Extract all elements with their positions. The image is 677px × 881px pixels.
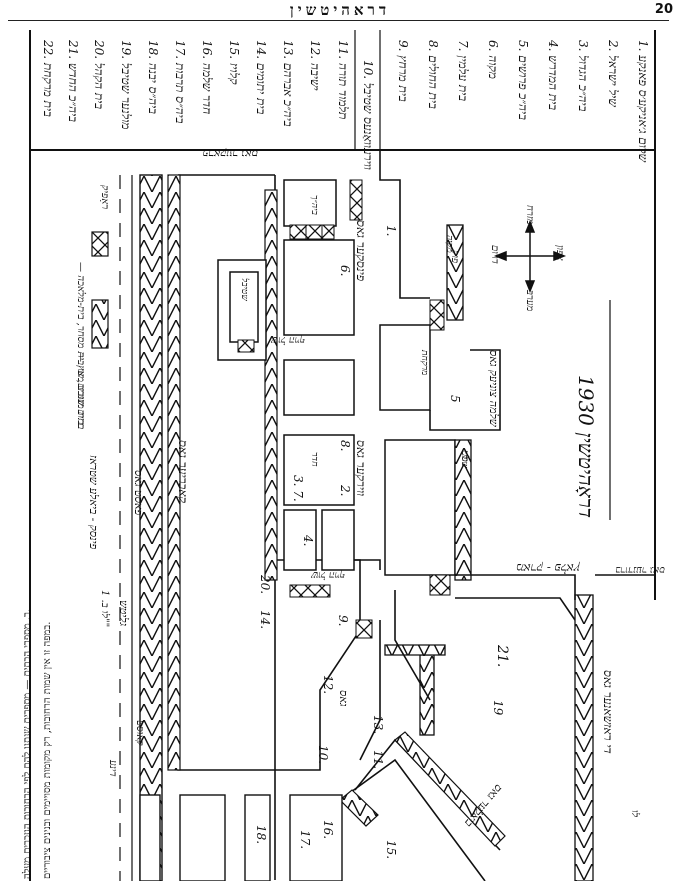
street-label-gas: גאס bbox=[337, 690, 350, 707]
building-4 bbox=[283, 509, 317, 571]
street-label-praker: פראקער גאס bbox=[202, 147, 258, 160]
map-number-18: 18. bbox=[254, 825, 268, 845]
street-label-market: מארק - פלאץ bbox=[516, 561, 580, 575]
map-number-5: 5 bbox=[448, 395, 462, 403]
street-label-glitsh: גליטש bbox=[117, 600, 130, 627]
index-item-13: 13. ביה״כ אברהם bbox=[281, 40, 295, 127]
compass-east-label: מזרח bbox=[524, 205, 535, 225]
building-label-kheyder: חדר bbox=[309, 452, 319, 467]
street-band-left bbox=[119, 174, 163, 881]
index-item-8: 8. בית החולים bbox=[426, 40, 440, 109]
index-item-11: 11. תלמוד תורה bbox=[336, 40, 350, 120]
compass-south-label: דרום bbox=[489, 245, 500, 264]
map-number-11: 11. bbox=[371, 750, 385, 770]
map-number-3-7: 3. 7. bbox=[291, 475, 305, 502]
street-label-rofik: ראָפיק bbox=[99, 185, 110, 210]
building-label-pharmacy: מרקחת bbox=[419, 350, 429, 376]
street-label-brudner: ברודנער גאס bbox=[615, 564, 665, 575]
index-item-3: 3. ביה״כ הגדול bbox=[576, 40, 590, 112]
street-label-lu: לו bbox=[629, 810, 640, 818]
caption-line-1: ר. מספרי הבתים — מספרים שנתנו להם לפי הר… bbox=[22, 608, 33, 879]
compass-north-label: צפון bbox=[554, 245, 565, 261]
page-number: 20 bbox=[654, 2, 673, 17]
map-number-8: 8. bbox=[338, 440, 352, 452]
index-item-16: 16. חדר שלמה bbox=[200, 40, 214, 115]
index-item-5: 5. ביה״כ פרושים bbox=[516, 40, 530, 120]
map-number-16: 16. bbox=[321, 820, 335, 840]
map-number-6: 6. bbox=[338, 265, 352, 277]
map-number-12: 12. bbox=[321, 675, 335, 695]
header-rule bbox=[8, 20, 669, 21]
map-number-19: 19 bbox=[491, 700, 505, 716]
street-label-shlomo: שלמה צוניעק גאס bbox=[487, 350, 500, 427]
index-item-7: 7. בית עלמין bbox=[456, 40, 470, 102]
street-label-virker: ווירקער גאס bbox=[354, 440, 368, 497]
running-title: דראהיטשין bbox=[289, 1, 391, 19]
map-number-21: 21. bbox=[494, 645, 510, 668]
index-item-21: 21. ביה״כ החדש bbox=[66, 40, 80, 122]
index-item-4: 4. בית המדרש bbox=[546, 40, 560, 111]
building-3 bbox=[321, 509, 355, 571]
index-item-17: 17. ביה״ס תרבות bbox=[173, 40, 187, 124]
compass-rose bbox=[493, 219, 567, 294]
building-shtibl bbox=[229, 271, 259, 343]
map-scale-label: לו ב. 1"" bbox=[99, 590, 110, 628]
street-label-rozhaner: די ראזשאנער גאס bbox=[601, 670, 615, 754]
map-number-4: 4. bbox=[301, 535, 315, 547]
big-market-block bbox=[384, 439, 456, 576]
caption-line-2: במפה זו אין שמות הרחובות, רק מקומות מסוי… bbox=[42, 621, 53, 879]
building-label-mikveh: מקוה bbox=[444, 235, 454, 253]
building-label-shul: שול bbox=[459, 455, 469, 468]
map-number-15: 15. bbox=[384, 840, 398, 860]
index-item-9: 9. בית מרחץ bbox=[396, 40, 410, 102]
map-number-20: 20. bbox=[258, 575, 272, 595]
building-8 bbox=[283, 434, 355, 506]
street-label-koust: קאוסט bbox=[134, 720, 145, 746]
index-item-10: 10. ווירעוואַנעס שטיבל bbox=[361, 60, 375, 170]
index-item-18: 18. ביה״ס יבנה bbox=[146, 40, 160, 114]
legend-hatched-box-icon bbox=[91, 231, 109, 257]
street-label-post: פאסט גאס bbox=[132, 470, 145, 516]
index-item-22: 22. בית מרקחת bbox=[41, 40, 55, 117]
map-title: 1930 דראָהיטשין bbox=[574, 375, 598, 518]
index-item-15: 15. קלויז bbox=[227, 40, 241, 85]
index-item-20: 20. בית הקהל bbox=[92, 40, 106, 110]
index-item-19: 19. מולנער שטיבל bbox=[119, 40, 133, 130]
compass-west-label: מערב bbox=[524, 290, 535, 312]
legend-item-2: — בתים שנבנו מעץ bbox=[75, 352, 86, 430]
map-number-10: 10. bbox=[316, 745, 330, 765]
map-number-14: 14. bbox=[258, 610, 272, 630]
street-label-shulhoyf-2: שול הויף bbox=[311, 569, 345, 580]
map-number-2: 2. bbox=[338, 485, 352, 497]
index-item-12: 12. ישיבה bbox=[308, 40, 322, 91]
street-label-pinsker: פינסקער גאס bbox=[354, 220, 368, 282]
map-number-17: 17. bbox=[298, 830, 312, 850]
building-label-shtibl: שטיבל bbox=[239, 278, 249, 301]
street-label-dine: דינע bbox=[107, 760, 118, 777]
legend-x-pattern-icon bbox=[91, 299, 109, 349]
building-blank bbox=[283, 359, 355, 416]
building-6 bbox=[283, 239, 355, 336]
index-item-14: 14. בית יתומים bbox=[254, 40, 268, 115]
index-item-2: 2. שיל ישראל bbox=[606, 40, 620, 107]
building-market bbox=[379, 324, 431, 411]
map-number-9: 9. bbox=[336, 615, 350, 627]
street-label-pinsk-biale: פינסק - ביאלע שטראז bbox=[87, 455, 100, 550]
street-label-shulhoyf: שול הויף bbox=[271, 334, 305, 345]
street-label-kobrier: קאבריער גאס bbox=[176, 440, 190, 503]
index-item-1: 1. שלום ג׳אניקע׳ס פאנקע bbox=[636, 40, 650, 162]
map-number-1: 1. bbox=[384, 225, 398, 237]
index-item-6: 6. מקוה bbox=[486, 40, 500, 79]
building-label-bhk: ביה״ך bbox=[309, 195, 319, 215]
building-1 bbox=[283, 179, 337, 227]
map-number-13: 13. bbox=[371, 715, 385, 735]
